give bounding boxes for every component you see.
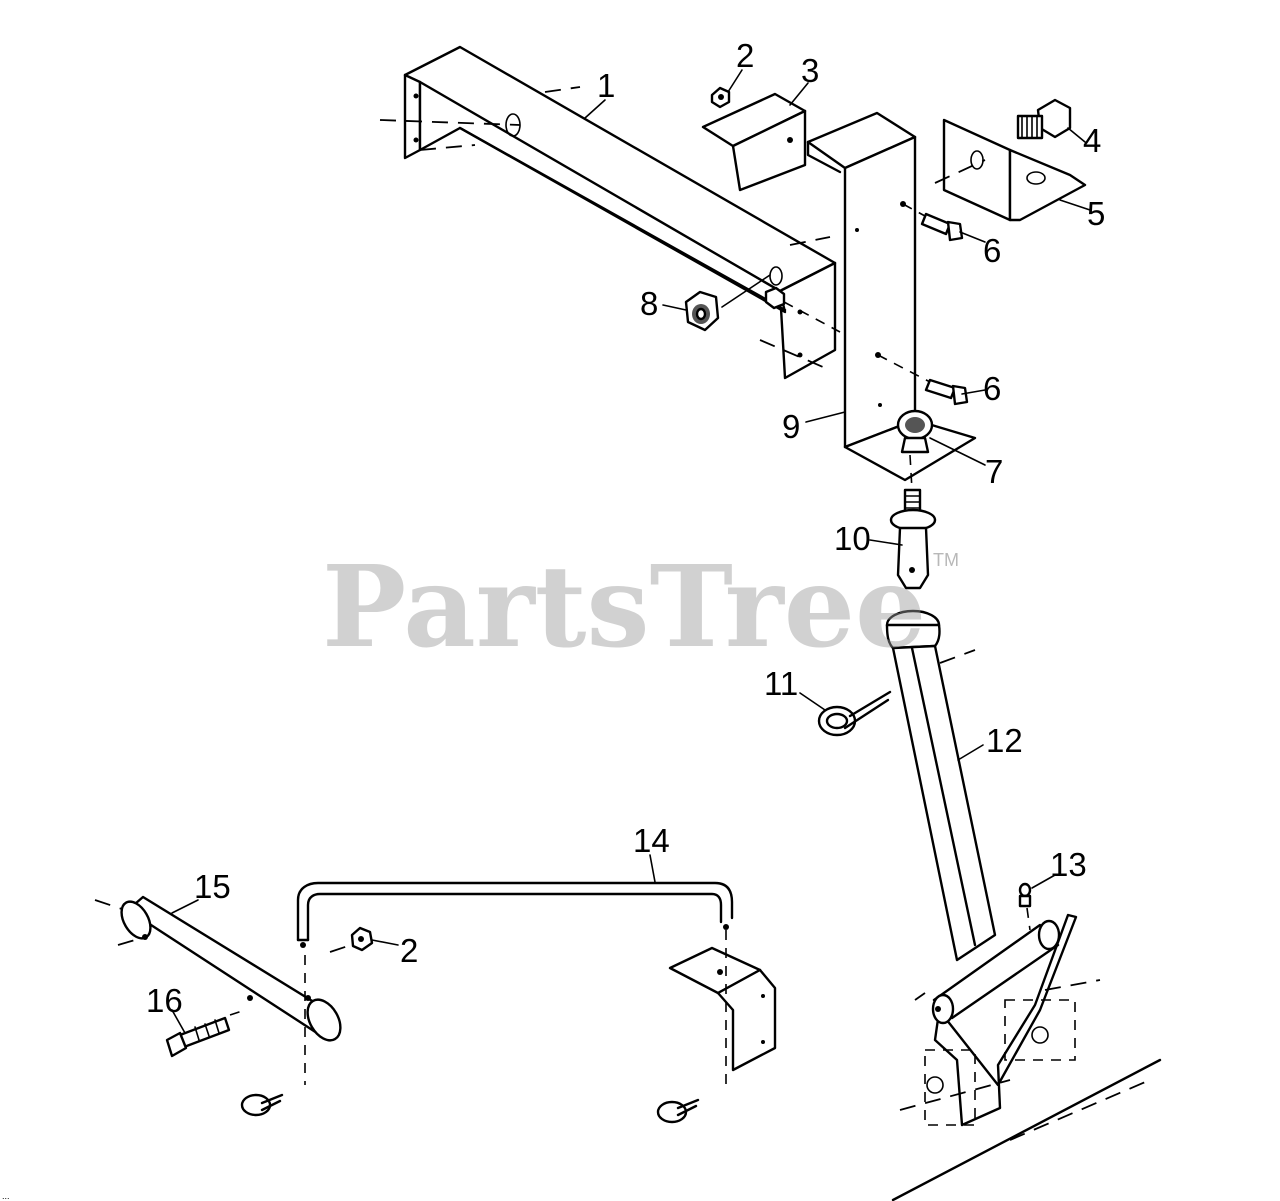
lower-hair-pin-right bbox=[656, 1098, 700, 1124]
rod bbox=[296, 881, 734, 948]
grease-fitting bbox=[1018, 882, 1032, 931]
callout-4: 4 bbox=[1083, 122, 1101, 159]
lower-nut bbox=[329, 926, 374, 953]
lock-nut bbox=[684, 274, 841, 333]
upper-nut bbox=[710, 86, 731, 109]
callout-16: 16 bbox=[146, 982, 183, 1019]
watermark-tm: TM bbox=[933, 550, 959, 570]
callout-5: 5 bbox=[1087, 195, 1105, 232]
callout-10: 10 bbox=[834, 520, 871, 557]
pivot-base bbox=[891, 913, 1162, 1201]
tube bbox=[885, 609, 997, 962]
clevis-pin bbox=[165, 1009, 246, 1058]
callout-9: 9 bbox=[782, 408, 800, 445]
frame-bracket bbox=[379, 45, 837, 380]
lower-screw bbox=[877, 354, 969, 406]
callout-2-upper: 2 bbox=[736, 37, 754, 74]
pivot-tube bbox=[94, 895, 342, 1085]
callout-12: 12 bbox=[986, 722, 1023, 759]
pivot-pin bbox=[889, 454, 937, 590]
bolt bbox=[1016, 98, 1072, 140]
callout-1: 1 bbox=[597, 67, 615, 104]
callout-8: 8 bbox=[640, 285, 658, 322]
corner-mark: ... bbox=[2, 1191, 10, 1201]
callout-13: 13 bbox=[1050, 846, 1087, 883]
upper-screw bbox=[902, 203, 964, 242]
angle-bracket bbox=[701, 92, 807, 192]
callout-15: 15 bbox=[194, 868, 231, 905]
callout-6-upper: 6 bbox=[983, 232, 1001, 269]
callout-11: 11 bbox=[764, 665, 798, 702]
grease-nut bbox=[896, 409, 934, 454]
watermark: PartsTree TM bbox=[322, 542, 959, 673]
hair-pin bbox=[817, 690, 892, 737]
callout-14: 14 bbox=[633, 822, 670, 859]
leader-lines bbox=[171, 69, 1091, 1034]
lower-hair-pin-left bbox=[240, 1093, 284, 1117]
mounting-plate bbox=[934, 118, 1087, 222]
callout-3: 3 bbox=[801, 52, 819, 89]
callout-7: 7 bbox=[985, 453, 1003, 490]
watermark-text: PartsTree bbox=[322, 542, 926, 673]
callout-2-lower: 2 bbox=[400, 932, 418, 969]
small-bracket bbox=[668, 930, 777, 1090]
callout-6-lower: 6 bbox=[983, 370, 1001, 407]
callouts: 1 2 3 4 5 6 8 6 9 7 10 11 12 14 13 15 2 … bbox=[146, 37, 1105, 1019]
